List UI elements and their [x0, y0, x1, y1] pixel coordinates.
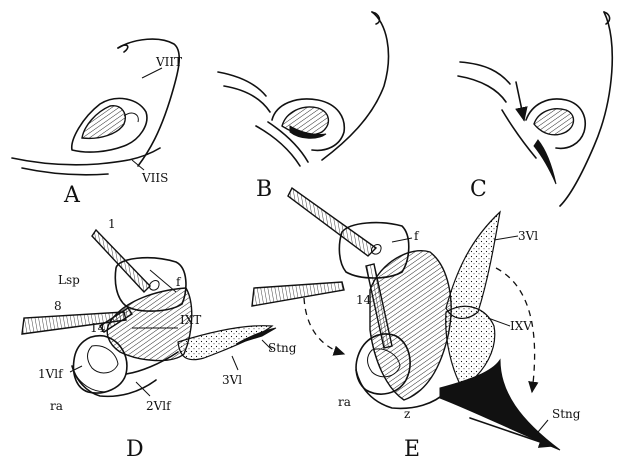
- panel-e-muscle-upper: [288, 188, 376, 256]
- panel-d-label-fulcrum: f: [176, 275, 182, 289]
- panel-e-label-muscle-14: 14: [356, 293, 372, 307]
- panel-d-label-sting: Stng: [268, 341, 297, 355]
- panel-e-leader-valvula3: [494, 236, 518, 240]
- panel-d-valvifer-1-inner: [88, 346, 119, 373]
- panel-d-label-spiracle: Lsp: [58, 273, 80, 287]
- panel-d-letter: D: [126, 437, 144, 461]
- panel-d-label-valvifer-2: 2Vlf: [146, 399, 172, 413]
- panel-b-letter: B: [256, 177, 272, 202]
- panel-d-label-valvula-3: 3Vl: [222, 373, 242, 387]
- panel-d-leader-valvula3: [232, 356, 238, 370]
- panel-a-label-sternum: VIIS: [141, 171, 168, 185]
- panel-e: f 3Vl 14 IXV ra z Stng E: [252, 188, 581, 461]
- panel-e-dashed-arrow-left: [304, 298, 344, 354]
- panel-d-spiracle-opening: [150, 281, 159, 291]
- panel-a-letter: A: [63, 183, 81, 208]
- panel-e-label-valvula-3: 3Vl: [518, 229, 538, 243]
- panel-c-upper-left-plate-inner: [458, 76, 506, 102]
- panel-d-ramus: [72, 366, 156, 396]
- panel-d-label-muscle-8: 8: [54, 299, 62, 313]
- panel-d-label-valvifer-1: 1Vlf: [38, 367, 64, 381]
- panel-c-upper-left-plate: [460, 62, 510, 84]
- panel-c-sting-shaft: [534, 140, 556, 184]
- panel-c-lower-plate: [502, 110, 536, 158]
- panel-a-fulcrum: [124, 113, 138, 122]
- panel-d-valvula-3: [178, 326, 272, 360]
- panel-b-upper-left-plate: [218, 72, 266, 96]
- panel-e-muscle-lower: [252, 282, 344, 306]
- panel-a: VIIT VIIS A: [12, 39, 182, 208]
- panel-d-label-muscle-14: 14: [90, 321, 106, 335]
- panel-e-label-fulcrum: f: [414, 229, 420, 243]
- panel-e-label-ramus: ra: [338, 395, 351, 409]
- panel-e-valvula-3: [446, 212, 500, 318]
- panel-d-label-ramus: ra: [50, 399, 63, 413]
- panel-b: B: [218, 12, 388, 202]
- panel-a-sting-apparatus: [82, 106, 125, 139]
- panel-b-upper-left-plate-inner: [224, 86, 270, 112]
- panel-d-muscle-1: [92, 230, 150, 292]
- panel-c-tergum-outline: [560, 12, 612, 206]
- panel-b-tergum-outline: [322, 12, 388, 160]
- panel-e-leader-sting: [538, 420, 548, 432]
- panel-c-letter: C: [470, 177, 487, 202]
- panel-d: 1 Lsp f 8 IXT 14 Stng 1Vlf 3Vl ra 2Vlf D: [22, 217, 297, 461]
- panel-b-sting-apparatus: [282, 107, 328, 135]
- panel-c-sting-apparatus: [534, 109, 574, 135]
- panel-c: C: [458, 12, 612, 206]
- panel-a-leader-tergum: [142, 68, 162, 78]
- panel-e-label-z: z: [404, 407, 410, 421]
- panel-d-leader-valvifer2: [136, 382, 150, 396]
- panel-d-label-tergum-ix: IXT: [180, 313, 201, 327]
- panel-e-label-sternum-ix: IXV: [510, 319, 532, 333]
- panel-a-lower-plate: [12, 148, 160, 165]
- panel-e-label-sting: Stng: [552, 407, 581, 421]
- panel-d-label-muscle-1: 1: [108, 217, 116, 231]
- panel-a-lower-plate-inner: [22, 168, 108, 175]
- panel-d-ramus-inner: [74, 372, 106, 392]
- panel-a-label-tergum: VIIT: [155, 55, 182, 69]
- panel-e-letter: E: [404, 437, 420, 461]
- panel-c-arrow: [516, 82, 524, 120]
